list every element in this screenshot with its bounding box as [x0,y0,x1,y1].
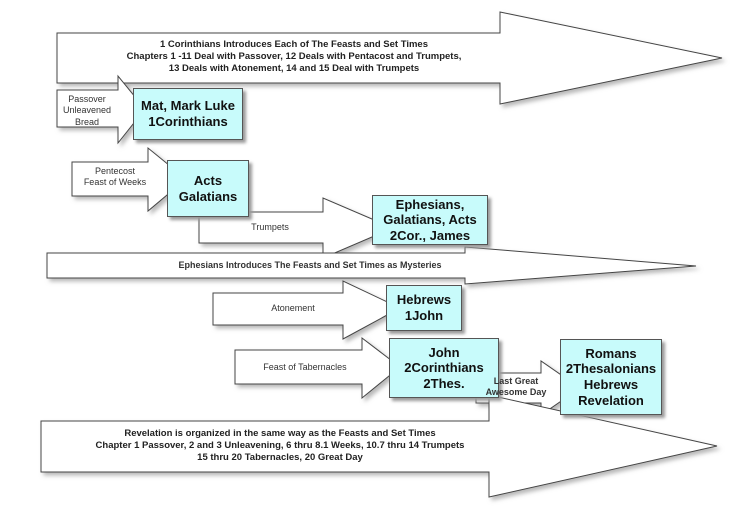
passover-books-box: Mat, Mark Luke 1Corinthians [133,88,243,140]
top-banner-text: 1 Corinthians Introduces Each of The Fea… [126,39,462,74]
tabernacles-label: Feast of Tabernacles [263,362,347,372]
pentecost-books-box: Acts Galatians [167,160,249,217]
trumpets-label: Trumpets [251,222,289,232]
middle-banner-text: Ephesians Introduces The Feasts and Set … [178,260,442,270]
great-day-label: Last Great Awesome Day [485,376,547,398]
bottom-banner-text: Revelation is organized in the same way … [95,428,465,463]
middle-banner-arrow [46,246,697,285]
bottom-banner-arrow [40,394,718,498]
passover-arrow [56,74,146,145]
trumpets-books-box: Ephesians, Galatians, Acts 2Cor., James [372,195,488,245]
pentecost-label: Pentecost Feast of Weeks [83,166,147,188]
tabernacles-books-box: John 2Corinthians 2Thes. [389,338,499,398]
top-banner-arrow [56,11,723,105]
atonement-books-box: Hebrews 1John [386,285,462,331]
tabernacles-arrow [234,336,401,400]
atonement-label: Atonement [271,303,315,313]
atonement-arrow [212,280,402,340]
passover-label: Passover Unleavened Bread [62,94,112,127]
great-day-books-box: Romans 2Thesalonians Hebrews Revelation [560,339,662,415]
